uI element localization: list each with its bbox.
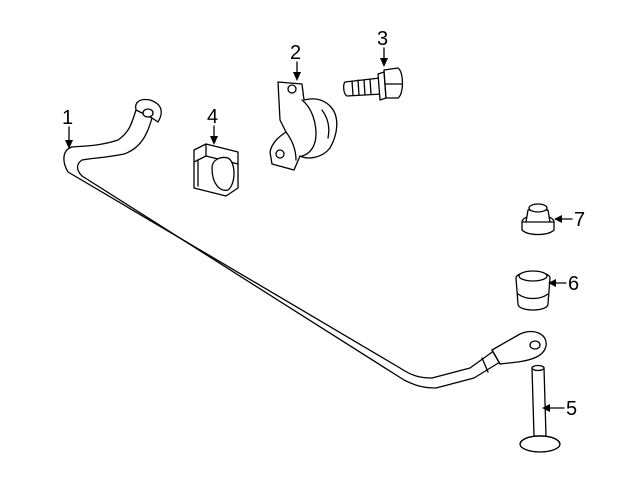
- callout-3: 3: [377, 28, 388, 50]
- callout-2: 2: [290, 42, 301, 64]
- stabilizer-bar: [63, 98, 547, 389]
- bracket-bolt: [343, 67, 404, 101]
- callout-6: 6: [568, 273, 579, 295]
- stabilizer-bracket: [269, 81, 338, 171]
- callout-1: 1: [62, 107, 73, 129]
- callout-leaders: [65, 47, 573, 412]
- link-bushing: [515, 270, 551, 311]
- callout-7: 7: [574, 209, 585, 231]
- callout-5: 5: [566, 398, 577, 420]
- link-nut: [521, 203, 555, 236]
- callout-4: 4: [207, 106, 218, 128]
- link-bolt: [519, 364, 561, 453]
- stabilizer-bushing: [193, 143, 239, 197]
